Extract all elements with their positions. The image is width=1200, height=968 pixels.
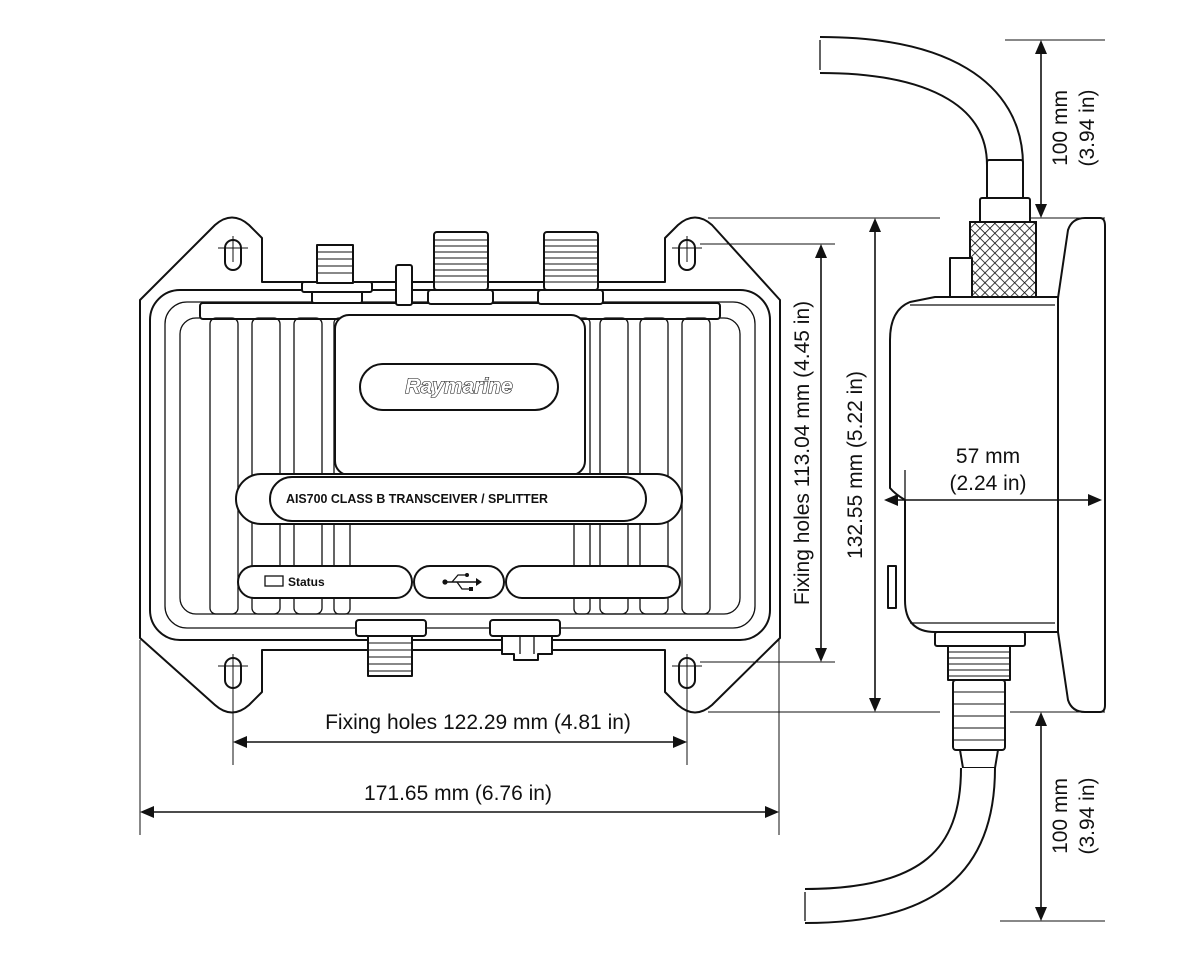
status-panel: [237, 565, 413, 599]
connector-bottom-right: [489, 619, 561, 661]
connector-vhf-1: [427, 231, 494, 305]
fixing-holes-vertical-label: Fixing holes 113.04 mm (4.45 in): [791, 301, 814, 605]
brand-logo: Raymarine: [405, 375, 513, 398]
depth-in-label: (2.24 in): [949, 472, 1026, 495]
fixing-hole-bottom-left: [218, 654, 248, 689]
side-view: [804, 36, 1106, 924]
blank-panel: [505, 565, 681, 599]
connector-bottom-left: [355, 619, 427, 677]
fixing-hole-top-right: [672, 236, 702, 271]
cable-bottom-in-label: (3.94 in): [1076, 777, 1099, 854]
brand-badge: [359, 363, 559, 411]
depth-mm-label: 57 mm: [956, 445, 1020, 468]
cable-top-mm-label: 100 mm: [1049, 90, 1072, 166]
usb-icon: [442, 573, 482, 591]
label-plate: [269, 476, 647, 522]
connector-gps: [301, 244, 373, 304]
mounting-plate-side: [1057, 217, 1106, 713]
fixing-hole-bottom-right: [672, 654, 702, 689]
connector-vhf-2: [537, 231, 604, 305]
connector-tab: [395, 264, 413, 306]
housing-side-profile: [889, 296, 1059, 633]
overall-width-label: 171.65 mm (6.76 in): [364, 782, 552, 805]
front-view: Raymarine AIS700 CLASS B TRANSCEIVER / S…: [139, 216, 781, 714]
fixing-holes-horizontal-label: Fixing holes 122.29 mm (4.81 in): [325, 711, 631, 734]
status-label: Status: [288, 575, 325, 589]
ribs-right: [573, 317, 711, 615]
dimensions: Fixing holes 122.29 mm (4.81 in) 171.65 …: [139, 39, 1105, 922]
cable-top-in-label: (3.94 in): [1076, 89, 1099, 166]
model-label: AIS700 CLASS B TRANSCEIVER / SPLITTER: [286, 492, 548, 506]
fixing-hole-top-left: [218, 236, 248, 271]
status-led: [264, 575, 284, 587]
knurled-nut-top: [969, 221, 1037, 299]
overall-height-label: 132.55 mm (5.22 in): [844, 371, 867, 559]
cable-bottom-mm-label: 100 mm: [1049, 778, 1072, 854]
